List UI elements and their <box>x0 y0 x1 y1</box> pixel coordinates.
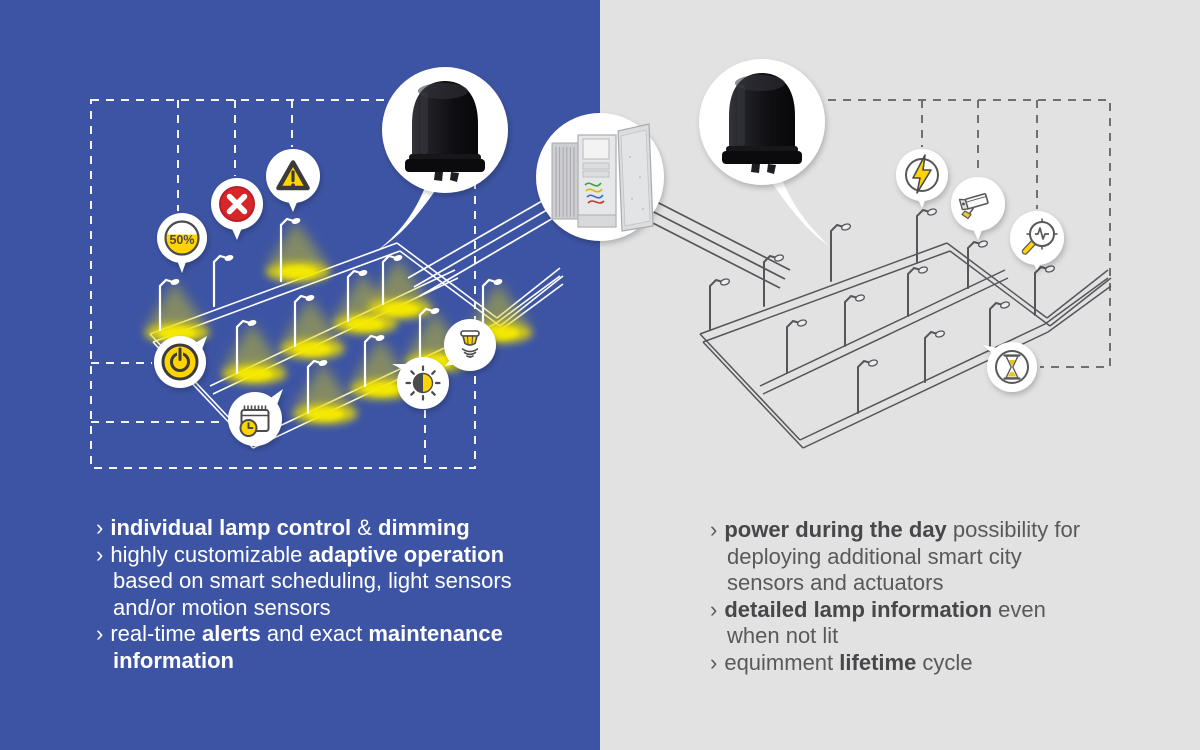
feature-bullet: ›highly customizable adaptive operation … <box>96 541 512 620</box>
cabinet-links-left <box>407 196 556 297</box>
cctv-camera-icon <box>951 177 1005 240</box>
bullet-marker: › <box>710 649 718 675</box>
feature-bullet: ›power during the day possibility for de… <box>710 517 1081 595</box>
power-icon <box>154 336 207 388</box>
light-sensor-icon <box>392 357 449 409</box>
street-lamp <box>844 294 866 347</box>
motion-sensor-icon <box>444 319 496 371</box>
bullet-marker: › <box>710 596 718 622</box>
feature-bullet: ›real-time alerts and exact maintenance … <box>96 621 503 673</box>
street-lamp <box>158 278 180 332</box>
street-lamp <box>235 319 257 375</box>
street-lamp <box>212 254 234 308</box>
bullet-marker: › <box>96 541 104 567</box>
street-lamp <box>709 278 731 331</box>
street-lamp <box>293 294 315 348</box>
street-lamp <box>346 269 368 323</box>
lamp-controller-device <box>722 73 802 174</box>
diagnostics-icon <box>1010 211 1064 270</box>
bullet-marker: › <box>96 515 104 540</box>
street-lamp <box>916 208 938 263</box>
warning-icon <box>266 149 320 212</box>
street-lamp <box>306 359 328 415</box>
lamps-left <box>158 217 503 415</box>
dim-level-icon: 50% <box>157 213 207 273</box>
energy-icon <box>896 149 948 208</box>
feature-bullet: ›detailed lamp information even when not… <box>710 596 1046 649</box>
feature-list-left: ›individual lamp control & dimming›highl… <box>96 515 570 674</box>
cabinet-links-right <box>644 198 791 289</box>
lamps-right <box>709 208 1056 414</box>
street-lamp <box>924 330 946 383</box>
street-lamp <box>279 217 301 283</box>
feature-bullet: ›equimment lifetime cycle <box>710 649 973 675</box>
street-lamp <box>481 278 503 332</box>
street-lamp <box>1034 265 1056 316</box>
street-lamp <box>989 301 1011 352</box>
lifetime-icon <box>983 342 1037 392</box>
feature-bullet: ›individual lamp control & dimming <box>96 515 470 540</box>
street-lamp <box>786 319 808 374</box>
street-network-right <box>699 242 1112 449</box>
error-icon <box>211 178 263 240</box>
street-lamp <box>907 266 929 317</box>
street-lamp <box>830 223 852 282</box>
dashed-frame-right <box>828 99 1111 368</box>
street-lamp <box>857 359 879 414</box>
street-lamp <box>363 334 385 388</box>
street-lamp <box>381 254 403 306</box>
lamp-controller-photo-right <box>699 59 829 246</box>
feature-list-right: ›power during the day possibility for de… <box>710 517 1098 676</box>
dashed-frame-left <box>90 99 476 469</box>
lamp-controller-device <box>405 81 485 182</box>
dim-level-label: 50% <box>169 233 194 247</box>
street-network-left <box>149 242 564 449</box>
street-cabinet-photo <box>536 113 664 241</box>
bullet-marker: › <box>96 621 104 646</box>
street-lamp <box>418 307 440 361</box>
bullet-marker: › <box>710 517 718 542</box>
schedule-icon <box>228 389 283 446</box>
street-lamp <box>967 240 989 289</box>
lamp-controller-photo-left <box>378 67 508 250</box>
street-lamp <box>763 254 785 307</box>
